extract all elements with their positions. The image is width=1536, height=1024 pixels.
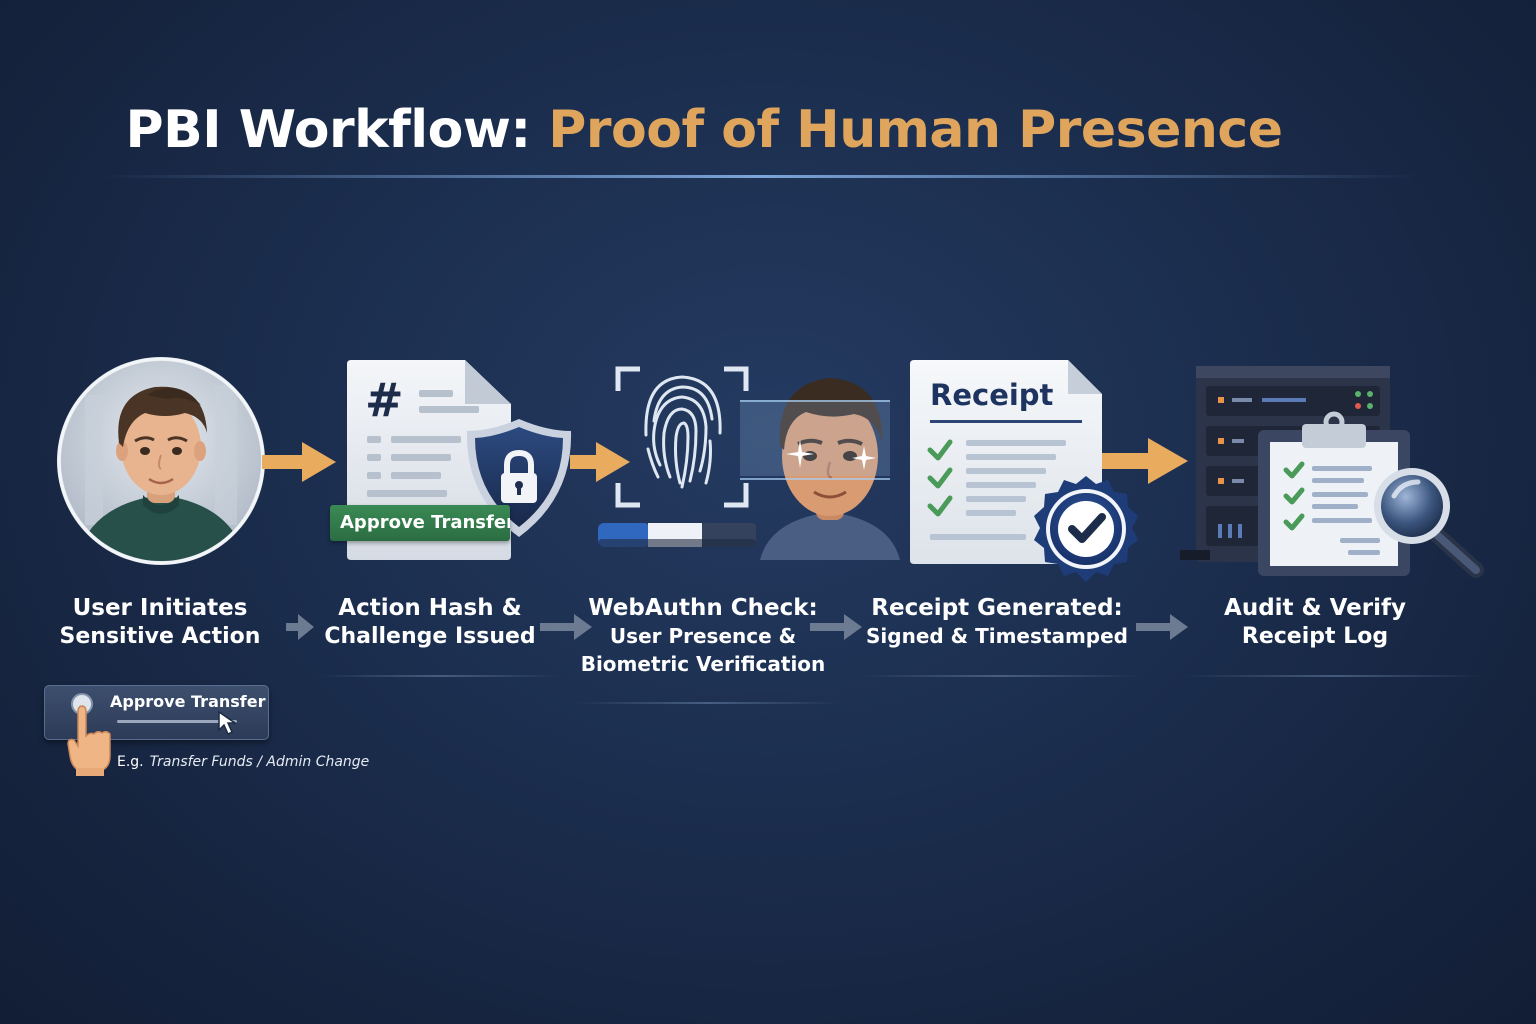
step-3-line-3: Biometric Verification: [580, 652, 826, 677]
cursor-icon: [218, 710, 238, 736]
step-5-label: Audit & Verify Receipt Log: [1195, 594, 1435, 652]
step-3-line-2: User Presence &: [609, 624, 797, 649]
step-3-underline: [575, 702, 840, 704]
step-2-line-1: Action Hash &: [338, 595, 522, 621]
step-4-line-2: Signed & Timestamped: [866, 624, 1128, 649]
arrow-right-icon: [570, 442, 630, 482]
step-3-label: WebAuthn Check: User Presence & Biometri…: [578, 594, 828, 679]
example-prefix: E.g.: [117, 754, 144, 770]
chevron-right-icon: [810, 614, 862, 640]
arrow-right-icon: [262, 442, 336, 482]
page-title: PBI Workflow: Proof of Human Presence: [0, 100, 1408, 160]
pointer-hand-icon: [67, 693, 111, 776]
step-1-line-2: Sensitive Action: [59, 624, 261, 650]
chevron-right-icon: [1136, 614, 1188, 640]
receipt-title: Receipt: [930, 378, 1054, 412]
step-5-line-1: Audit & Verify: [1224, 595, 1406, 621]
title-divider: [100, 175, 1420, 178]
user-avatar: [57, 357, 265, 565]
step-5-underline: [1185, 675, 1485, 677]
button-underline: [117, 720, 237, 723]
step-1-line-1: User Initiates: [72, 595, 248, 621]
step-2-line-2: Challenge Issued: [324, 624, 536, 650]
arrow-right-icon: [1098, 438, 1188, 484]
example-caption: E.g. Transfer Funds / Admin Change: [117, 754, 369, 770]
title-part-2: Proof of Human Presence: [548, 100, 1283, 160]
approve-transfer-tag: Approve Transfer: [330, 505, 510, 541]
svg-text:#: #: [365, 373, 404, 427]
example-text: Transfer Funds / Admin Change: [149, 754, 370, 770]
approve-transfer-label: Approve Transfer: [110, 692, 266, 711]
verification-progress-bar: [598, 523, 756, 547]
step-2-underline: [320, 675, 560, 677]
step-4-label: Receipt Generated: Signed & Timestamped: [866, 594, 1128, 651]
step-4-line-1: Receipt Generated:: [871, 595, 1123, 621]
step-3-line-1: WebAuthn Check:: [588, 595, 818, 621]
face-scan-icon: [740, 378, 900, 560]
title-part-1: PBI Workflow:: [125, 100, 532, 160]
chevron-right-icon: [286, 614, 314, 640]
step-4-underline: [860, 675, 1140, 677]
step-2-label: Action Hash & Challenge Issued: [310, 594, 550, 652]
seal-check-icon: [1034, 476, 1138, 582]
step-5-line-2: Receipt Log: [1241, 624, 1389, 650]
chevron-right-icon: [540, 614, 592, 640]
clipboard-icon: [1258, 411, 1410, 576]
step-1-label: User Initiates Sensitive Action: [40, 594, 280, 652]
magnifier-icon: [1374, 468, 1484, 578]
fingerprint-icon: [615, 366, 749, 508]
